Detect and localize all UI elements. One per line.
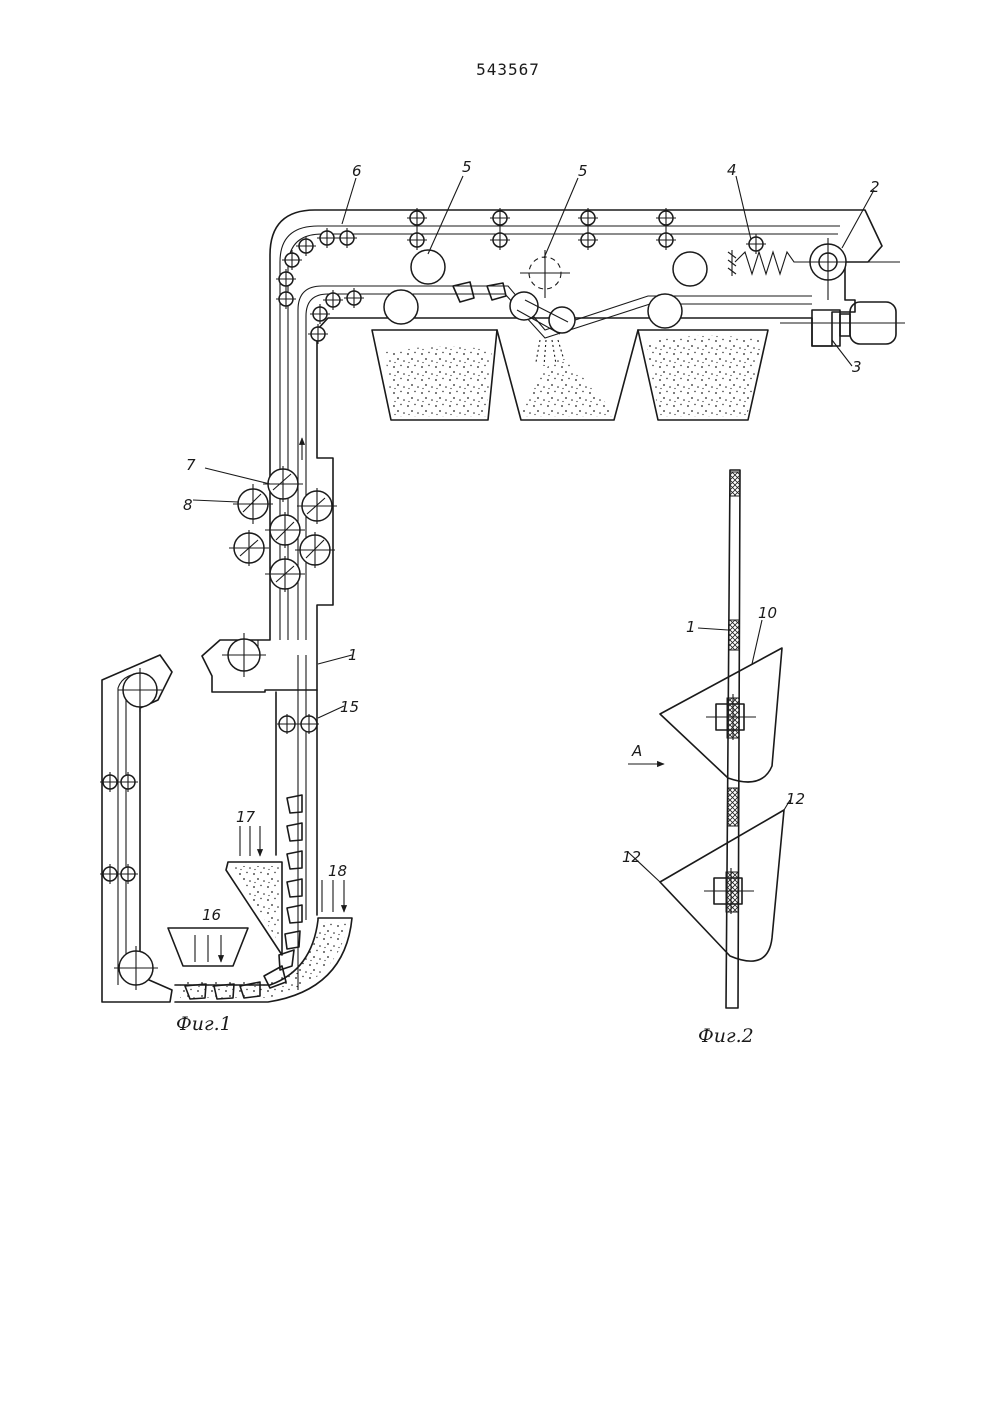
label-5b: 5 (578, 162, 588, 180)
support-roller (411, 250, 445, 284)
spring-anchor (728, 250, 736, 276)
belt-link (728, 788, 738, 826)
label-3: 3 (852, 358, 862, 376)
label-1: 1 (348, 646, 358, 664)
fig2-label-10: 10 (758, 604, 777, 622)
figure-2-caption: Фиг.2 (698, 1025, 754, 1047)
label-2: 2 (870, 178, 880, 196)
deflector-roller-cluster (229, 466, 337, 592)
feed-arrows-18 (322, 880, 344, 912)
fig2-view-a: A (631, 742, 642, 760)
label-17: 17 (236, 808, 256, 826)
label-8: 8 (183, 496, 193, 514)
bucket (453, 282, 474, 302)
feed-arrows-16 (195, 935, 221, 962)
figure-1: 1 2 3 4 5 5 6 7 8 15 16 17 18 Фиг.1 (100, 158, 905, 1035)
belt-link (729, 620, 739, 650)
bucket-lower-mount-link (726, 872, 738, 912)
return-belt-outer (118, 674, 150, 985)
label-18: 18 (328, 862, 347, 880)
coupling (840, 314, 850, 336)
tipping-roller (549, 307, 575, 333)
support-roller (648, 294, 682, 328)
hopper-3-fill (646, 335, 762, 417)
bucket-lower (660, 810, 784, 961)
label-16: 16 (202, 906, 221, 924)
fig2-label-12a: 12 (786, 790, 805, 808)
chain-outer-run (280, 226, 840, 640)
patent-number: 543567 (476, 60, 540, 79)
hopper-1-fill (385, 346, 492, 417)
figure-1-caption: Фиг.1 (176, 1013, 232, 1035)
hopper-2-fill (520, 356, 612, 417)
chain-outer-run-2 (288, 234, 838, 640)
label-6: 6 (352, 162, 362, 180)
figure-2: 1 10 12 12 A Фиг.2 (622, 470, 805, 1047)
bucket-upper (660, 648, 782, 782)
label-7: 7 (186, 456, 196, 474)
chute-17-fill (232, 866, 280, 945)
belt-link (730, 472, 740, 496)
gearbox (812, 310, 840, 346)
phantom-axis (520, 250, 570, 298)
fig2-label-1: 1 (686, 618, 696, 636)
label-15: 15 (340, 698, 359, 716)
tipping-roller (510, 292, 538, 320)
fig2-label-12b: 12 (622, 848, 641, 866)
support-roller (673, 252, 707, 286)
fig2-leaders (628, 620, 790, 882)
support-roller (384, 290, 418, 324)
feed-arrows-17 (240, 826, 260, 856)
housing-outer (202, 210, 882, 692)
tension-spring (735, 252, 806, 274)
label-4: 4 (727, 161, 737, 179)
label-5a: 5 (462, 158, 472, 176)
